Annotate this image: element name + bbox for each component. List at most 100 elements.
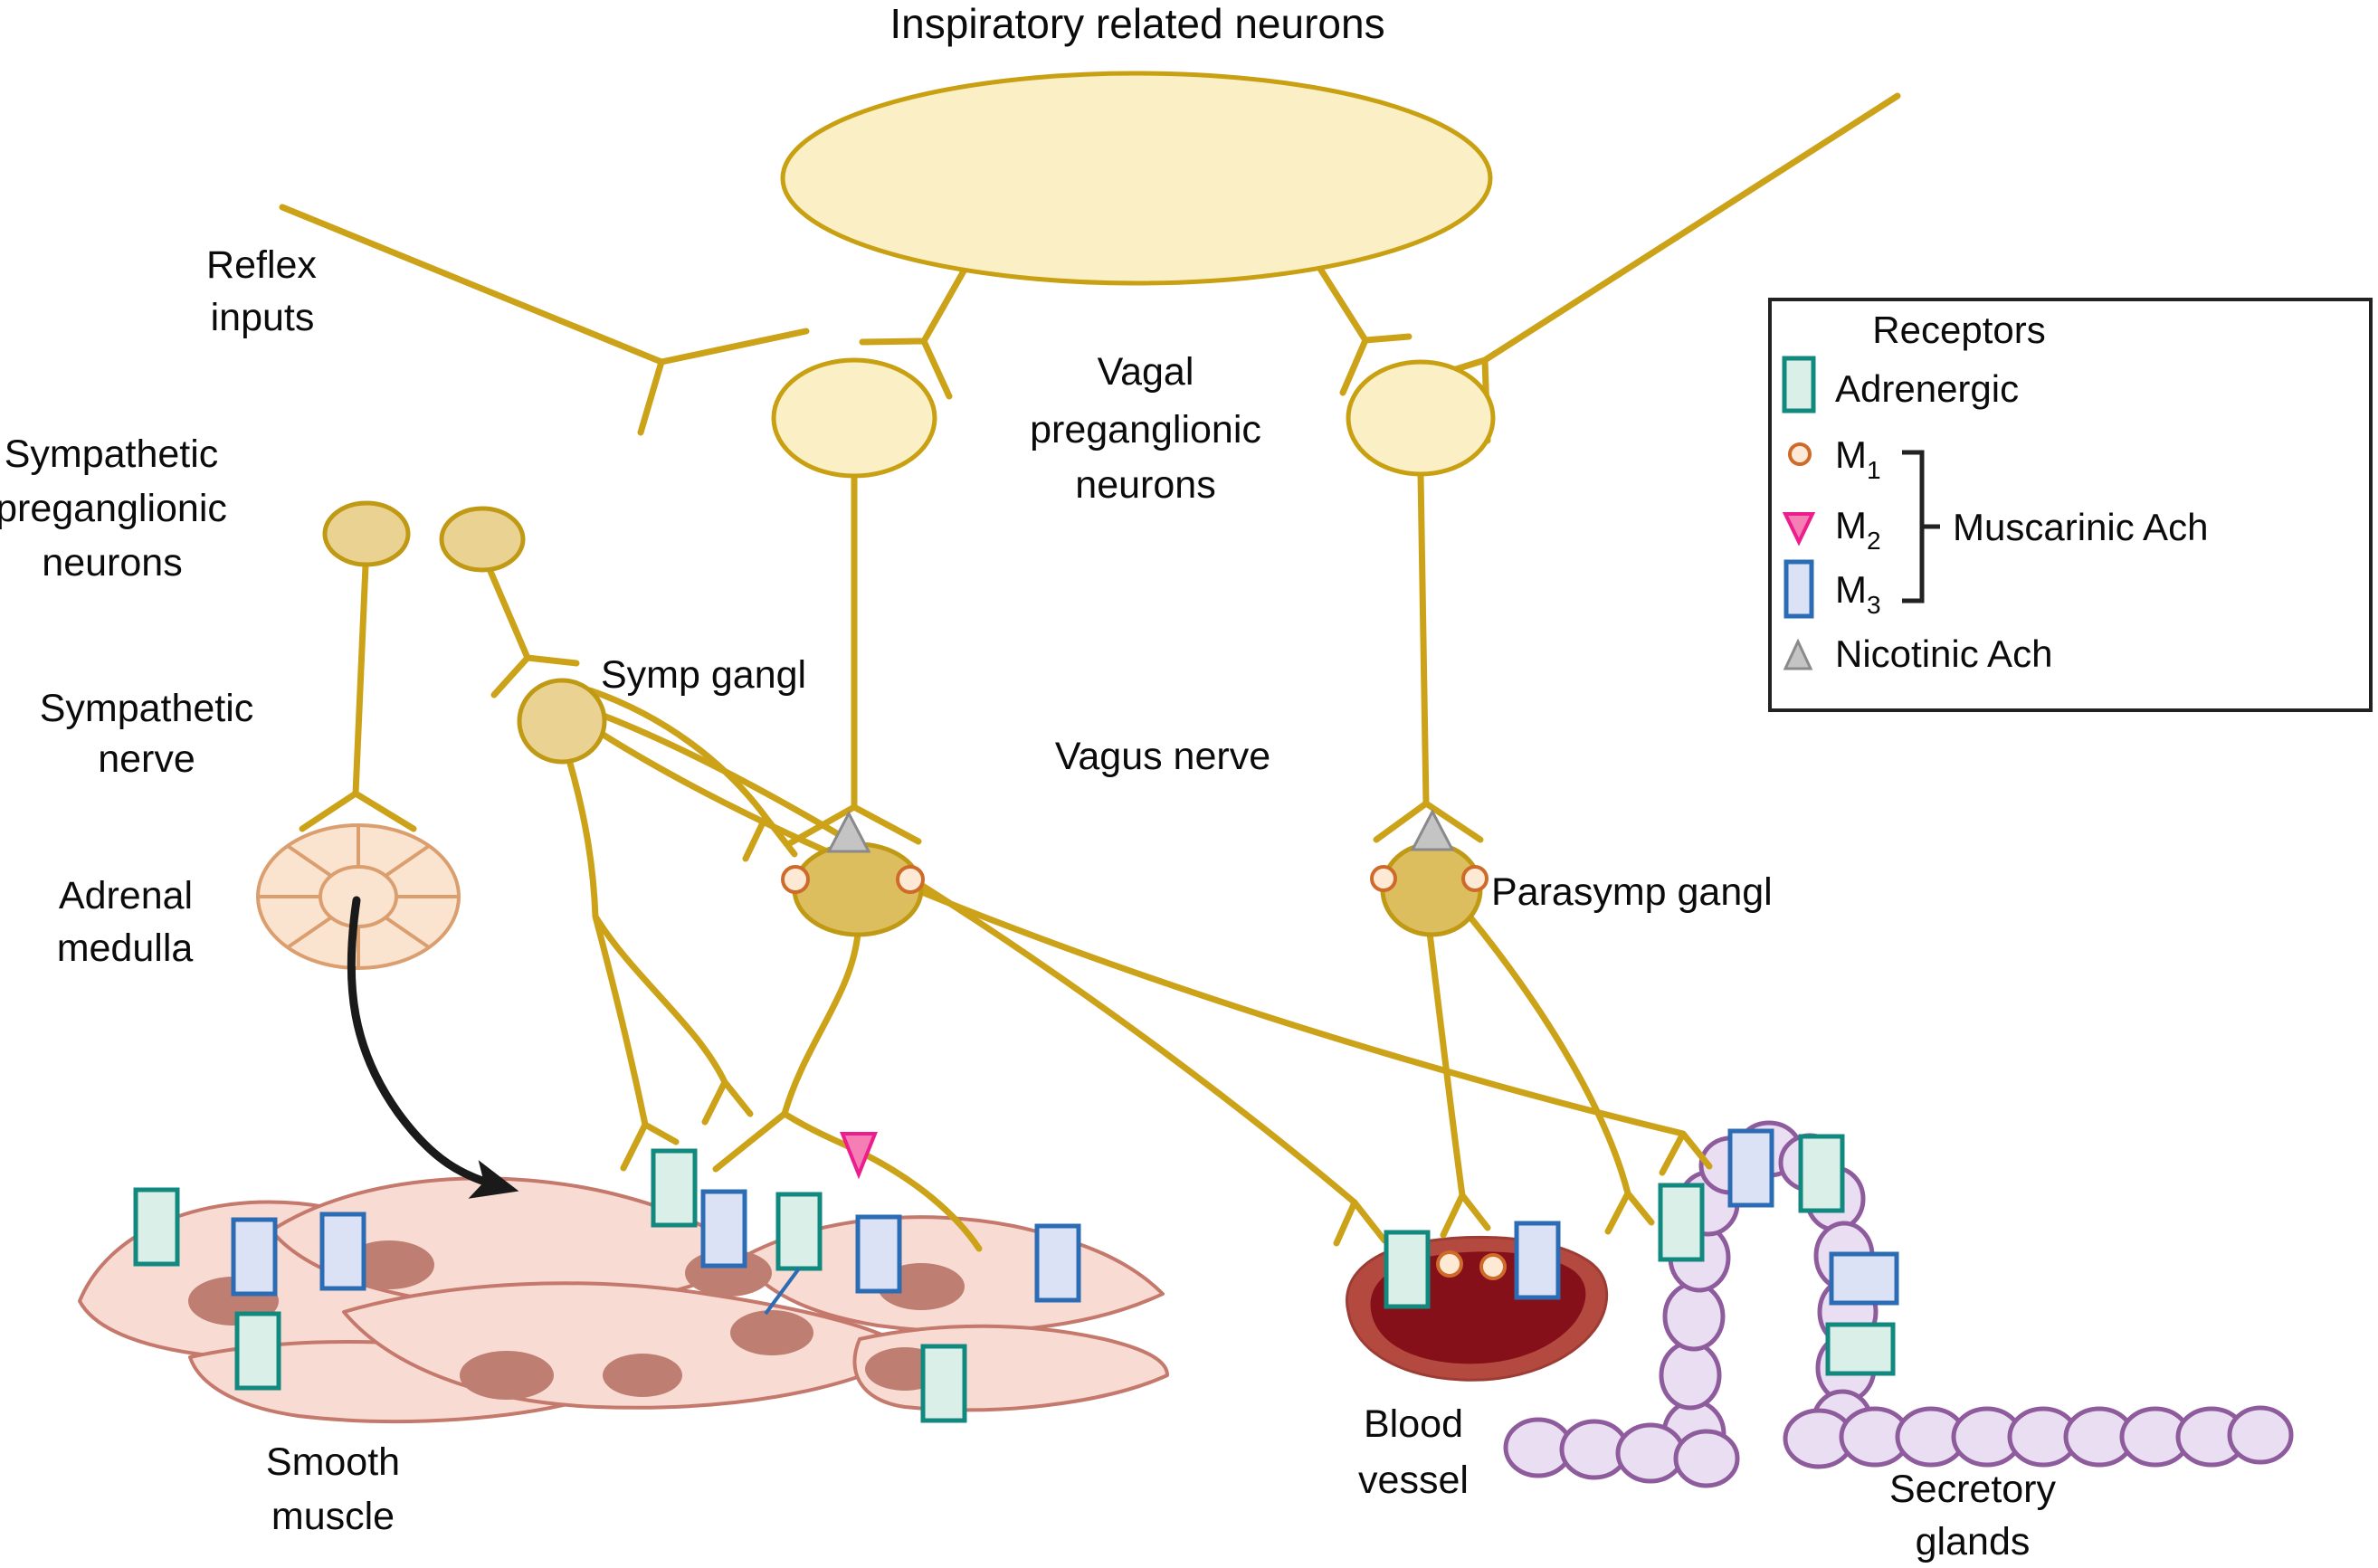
fiber-vagus-right bbox=[1373, 471, 1484, 843]
m3-receptor-icon bbox=[1727, 1128, 1774, 1208]
muscarinic-bracket bbox=[1902, 450, 1940, 603]
m1-receptor-icon bbox=[1461, 865, 1489, 892]
adrenergic-receptor-icon bbox=[775, 1192, 823, 1271]
vagal-preganglionic-label-3: neurons bbox=[1075, 463, 1215, 507]
smooth-muscle-nucleus bbox=[460, 1351, 554, 1400]
legend-m3-label-main: M bbox=[1835, 568, 1867, 611]
legend-m1-label-main: M bbox=[1835, 433, 1867, 476]
blood-vessel-label-2: vessel bbox=[1358, 1459, 1469, 1502]
m2-receptor-icon bbox=[840, 1132, 878, 1180]
adrenal-medulla-label-2: medulla bbox=[57, 927, 194, 970]
legend-m1-label: M1 bbox=[1835, 433, 1881, 484]
adrenergic-receptor-icon bbox=[1798, 1134, 1845, 1213]
nicotinic-receptor-icon bbox=[826, 810, 871, 853]
adrenal-output-arrow bbox=[347, 896, 519, 1199]
gland-cell bbox=[1615, 1422, 1686, 1484]
sympathetic-preganglionic-label-2: preganglionic bbox=[0, 487, 227, 530]
fiber-sympathetic-nerve bbox=[299, 562, 417, 832]
vagal-preganglionic-neuron-right bbox=[1346, 359, 1496, 477]
m1-receptor-icon bbox=[1788, 442, 1812, 466]
reflex-inputs-label-1: Reflex bbox=[206, 243, 317, 287]
m1-receptor-icon bbox=[781, 865, 810, 894]
legend-title: Receptors bbox=[1872, 309, 2045, 351]
m3-receptor-icon bbox=[1034, 1223, 1081, 1303]
adrenergic-receptor-icon bbox=[1825, 1322, 1896, 1376]
adrenergic-receptor-icon bbox=[1384, 1230, 1431, 1309]
fiber-sympathetic-to-ganglion bbox=[486, 565, 580, 698]
adrenergic-receptor-icon bbox=[651, 1148, 698, 1228]
vagal-preganglionic-neuron-left bbox=[771, 357, 937, 479]
gland-cell bbox=[1673, 1429, 1740, 1488]
fiber-symp-to-glands bbox=[598, 730, 1713, 1176]
sympathetic-nerve-label-1: Sympathetic bbox=[40, 687, 254, 730]
inspiratory-neuron-pool bbox=[780, 71, 1493, 286]
m3-membrane-link bbox=[764, 1267, 801, 1316]
legend-adrenergic-label: Adrenergic bbox=[1835, 367, 2019, 410]
secretory-glands-label-1: Secretory bbox=[1889, 1468, 2057, 1511]
neuron-bodies bbox=[256, 71, 1496, 970]
m1-receptor-icon bbox=[1370, 865, 1397, 892]
fiber-symp-to-parasymp-gangl bbox=[586, 687, 798, 862]
smooth-muscle-label-2: muscle bbox=[271, 1495, 395, 1538]
vagal-preganglionic-label-1: Vagal bbox=[1098, 350, 1194, 394]
legend-m1-label-sub: 1 bbox=[1867, 456, 1881, 484]
vagal-preganglionic-label-2: preganglionic bbox=[1030, 408, 1261, 451]
adrenergic-receptor-icon bbox=[920, 1344, 967, 1423]
m1-receptor-icon bbox=[1436, 1250, 1463, 1278]
adrenergic-receptor-icon bbox=[133, 1187, 180, 1267]
m3-receptor-icon bbox=[1514, 1221, 1561, 1300]
reflex-inputs-label-2: inputs bbox=[211, 296, 315, 339]
legend-nicotinic-label: Nicotinic Ach bbox=[1835, 632, 2052, 675]
fiber-parasymp-to-glands bbox=[1463, 909, 1655, 1235]
m3-receptor-icon bbox=[1829, 1251, 1899, 1306]
sympathetic-preganglionic-label-1: Sympathetic bbox=[5, 432, 219, 476]
fiber-symp-to-blood-vessel bbox=[600, 712, 1388, 1247]
smooth-muscle-label-1: Smooth bbox=[266, 1440, 400, 1484]
adrenergic-receptor-icon bbox=[1782, 356, 1816, 413]
gland-cell bbox=[1659, 1340, 1722, 1411]
blood-vessel-label-1: Blood bbox=[1364, 1402, 1463, 1446]
adrenal-medulla-spokes bbox=[258, 825, 459, 968]
sympathetic-nerve-label-2: nerve bbox=[98, 737, 195, 781]
fiber-pool-to-right-vagal bbox=[1310, 255, 1413, 396]
sympathetic-preganglionic-label-3: neurons bbox=[42, 541, 182, 584]
parasympathetic-ganglion-right bbox=[1380, 841, 1483, 937]
smooth-muscle-nucleus bbox=[730, 1310, 813, 1355]
smooth-muscle-nucleus bbox=[344, 1240, 434, 1289]
legend-m3-label: M3 bbox=[1835, 568, 1881, 619]
sympathetic-preganglionic-neuron-1 bbox=[322, 500, 411, 567]
nicotinic-receptor-icon bbox=[1783, 638, 1813, 670]
m3-receptor-icon bbox=[855, 1214, 902, 1294]
gland-cell bbox=[1662, 1281, 1726, 1352]
legend: Receptors Adrenergic M1 M2 M3 Muscarinic… bbox=[1768, 298, 2373, 712]
adrenergic-receptor-icon bbox=[234, 1311, 281, 1391]
m3-receptor-icon bbox=[319, 1212, 366, 1291]
parasymp-gangl-label: Parasymp gangl bbox=[1491, 870, 1773, 914]
legend-m2-label-sub: 2 bbox=[1867, 527, 1881, 555]
fiber-vagus-left bbox=[786, 473, 922, 847]
fiber-reflex-input-left bbox=[279, 204, 810, 436]
smooth-muscle-nucleus bbox=[603, 1354, 682, 1397]
sympathetic-preganglionic-neuron-2 bbox=[439, 506, 526, 573]
adrenergic-receptor-icon bbox=[1658, 1183, 1705, 1262]
page-title: Inspiratory related neurons bbox=[889, 0, 1384, 47]
m1-receptor-icon bbox=[1479, 1253, 1507, 1280]
nicotinic-receptor-icon bbox=[1410, 808, 1455, 851]
m3-receptor-icon bbox=[1784, 559, 1814, 619]
sympathetic-ganglion bbox=[517, 678, 607, 765]
fiber-parasymp-to-smooth-muscle bbox=[712, 930, 983, 1252]
fiber-symp-to-smooth-muscle bbox=[566, 756, 754, 1172]
legend-m2-label: M2 bbox=[1835, 504, 1881, 555]
gland-cell bbox=[2227, 1405, 2294, 1465]
receptor-icons bbox=[133, 808, 1899, 1423]
adrenal-medulla-label-1: Adrenal bbox=[59, 874, 193, 917]
m3-receptor-icon bbox=[231, 1217, 278, 1297]
legend-box bbox=[1768, 298, 2373, 712]
diagram-labels: Inspiratory related neurons Reflex input… bbox=[0, 0, 2057, 1563]
fiber-parasymp-to-blood-vessel bbox=[1426, 929, 1491, 1239]
legend-m2-label-main: M bbox=[1835, 504, 1867, 546]
legend-m3-label-sub: 3 bbox=[1867, 591, 1881, 619]
vagus-nerve-label: Vagus nerve bbox=[1055, 735, 1270, 778]
